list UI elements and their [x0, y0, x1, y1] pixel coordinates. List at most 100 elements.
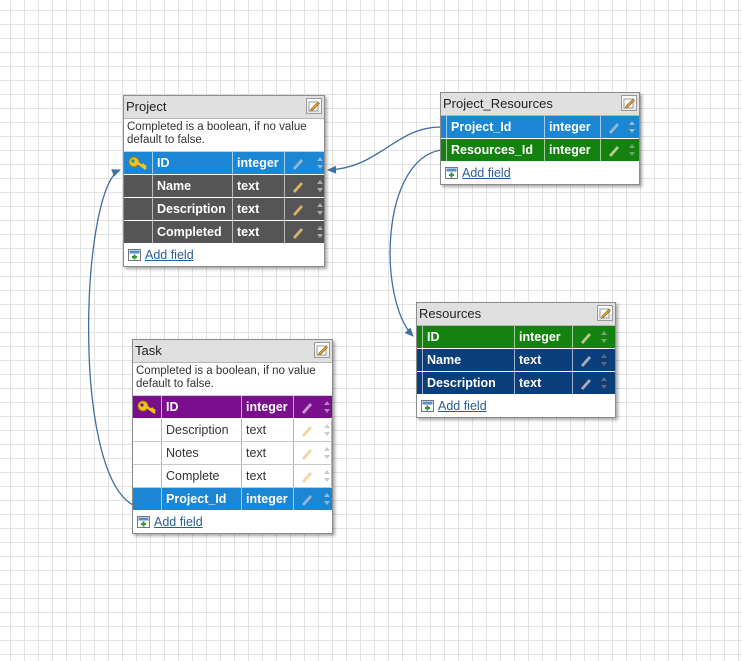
rel-task-to-project	[87, 169, 134, 506]
field-name[interactable]: Completed	[153, 221, 233, 243]
primary-key-cell	[133, 396, 162, 418]
up-down-arrows-icon	[601, 354, 607, 366]
edit-table-icon[interactable]	[314, 342, 330, 358]
up-down-arrows-icon	[629, 121, 635, 133]
field-row[interactable]: ID integer	[124, 152, 324, 175]
pencil-icon	[293, 228, 303, 239]
field-row[interactable]: ID integer	[417, 326, 615, 349]
up-down-arrows-icon	[324, 401, 330, 413]
field-name[interactable]: Complete	[162, 465, 242, 487]
field-row[interactable]: Description text	[417, 372, 615, 395]
field-type[interactable]: integer	[233, 152, 285, 174]
pencil-icon	[293, 159, 303, 170]
field-name[interactable]: Name	[423, 349, 515, 371]
field-type[interactable]: integer	[242, 396, 294, 418]
table-description: Completed is a boolean, if no value defa…	[133, 363, 332, 396]
up-down-arrows-icon	[317, 226, 323, 238]
up-down-arrows-icon	[317, 157, 323, 169]
field-type[interactable]: text	[242, 442, 294, 464]
add-field-row: Add field	[441, 162, 639, 184]
field-name[interactable]: Description	[153, 198, 233, 220]
pencil-icon	[609, 146, 619, 157]
field-type[interactable]: text	[515, 372, 573, 394]
field-row[interactable]: Name text	[417, 349, 615, 372]
pencil-icon	[302, 495, 312, 506]
edit-table-icon[interactable]	[597, 305, 613, 321]
field-type[interactable]: text	[233, 198, 285, 220]
field-row[interactable]: Complete text	[133, 465, 332, 488]
pencil-icon	[302, 403, 312, 414]
add-field-icon	[128, 249, 141, 261]
field-type[interactable]: integer	[242, 488, 294, 510]
table-project[interactable]: Project Completed is a boolean, if no va…	[123, 95, 325, 267]
add-field-link[interactable]: Add field	[438, 399, 487, 413]
pencil-icon	[609, 123, 619, 134]
table-description: Completed is a boolean, if no value defa…	[124, 119, 324, 152]
up-down-arrows-icon	[317, 203, 323, 215]
up-down-arrows-icon	[324, 470, 330, 482]
field-name[interactable]: ID	[162, 396, 242, 418]
field-name[interactable]: Name	[153, 175, 233, 197]
add-field-row: Add field	[417, 395, 615, 417]
field-row[interactable]: Description text	[133, 419, 332, 442]
table-header[interactable]: Project_Resources	[441, 93, 639, 116]
field-row[interactable]: Completed text	[124, 221, 324, 244]
table-header[interactable]: Project	[124, 96, 324, 119]
field-type[interactable]: integer	[545, 116, 601, 138]
up-down-arrows-icon	[601, 377, 607, 389]
field-row[interactable]: Name text	[124, 175, 324, 198]
up-down-arrows-icon	[324, 447, 330, 459]
add-field-link[interactable]: Add field	[154, 515, 203, 529]
field-row[interactable]: Project_Id integer	[133, 488, 332, 511]
add-field-icon	[421, 400, 434, 412]
up-down-arrows-icon	[324, 493, 330, 505]
pencil-icon	[302, 426, 312, 437]
field-name[interactable]: Project_Id	[162, 488, 242, 510]
table-project-resources[interactable]: Project_Resources Project_Id integer Res…	[440, 92, 640, 185]
field-type[interactable]: text	[242, 419, 294, 441]
field-row[interactable]: Project_Id integer	[441, 116, 639, 139]
edit-table-icon[interactable]	[621, 95, 637, 111]
table-title: Resources	[419, 306, 482, 321]
field-name[interactable]: ID	[423, 326, 515, 348]
add-field-icon	[137, 516, 150, 528]
add-field-icon	[445, 167, 458, 179]
pencil-icon	[293, 205, 303, 216]
field-type[interactable]: integer	[545, 139, 601, 161]
add-field-link[interactable]: Add field	[462, 166, 511, 180]
field-row[interactable]: Notes text	[133, 442, 332, 465]
rel-project-resources-to-project	[327, 126, 442, 174]
field-row[interactable]: ID integer	[133, 396, 332, 419]
field-type[interactable]: text	[242, 465, 294, 487]
field-type[interactable]: text	[515, 349, 573, 371]
field-name[interactable]: Notes	[162, 442, 242, 464]
field-type[interactable]: text	[233, 175, 285, 197]
table-title: Project	[126, 99, 167, 114]
pencil-icon	[302, 472, 312, 483]
add-field-link[interactable]: Add field	[145, 248, 194, 262]
primary-key-cell	[124, 152, 153, 174]
key-icon	[137, 400, 156, 414]
table-header[interactable]: Task	[133, 340, 332, 363]
up-down-arrows-icon	[629, 144, 635, 156]
pencil-icon	[581, 379, 591, 390]
edit-table-icon[interactable]	[306, 98, 322, 114]
field-row[interactable]: Description text	[124, 198, 324, 221]
table-task[interactable]: Task Completed is a boolean, if no value…	[132, 339, 333, 534]
table-resources[interactable]: Resources ID integer Name text Descripti…	[416, 302, 616, 418]
field-name[interactable]: Resources_Id	[447, 139, 545, 161]
up-down-arrows-icon	[324, 424, 330, 436]
table-title: Task	[135, 343, 162, 358]
key-icon	[128, 156, 147, 170]
field-name[interactable]: Project_Id	[447, 116, 545, 138]
field-name[interactable]: Description	[423, 372, 515, 394]
field-type[interactable]: text	[233, 221, 285, 243]
up-down-arrows-icon	[601, 331, 607, 343]
table-title: Project_Resources	[443, 96, 553, 111]
table-header[interactable]: Resources	[417, 303, 615, 326]
field-name[interactable]: Description	[162, 419, 242, 441]
field-row[interactable]: Resources_Id integer	[441, 139, 639, 162]
field-name[interactable]: ID	[153, 152, 233, 174]
field-type[interactable]: integer	[515, 326, 573, 348]
